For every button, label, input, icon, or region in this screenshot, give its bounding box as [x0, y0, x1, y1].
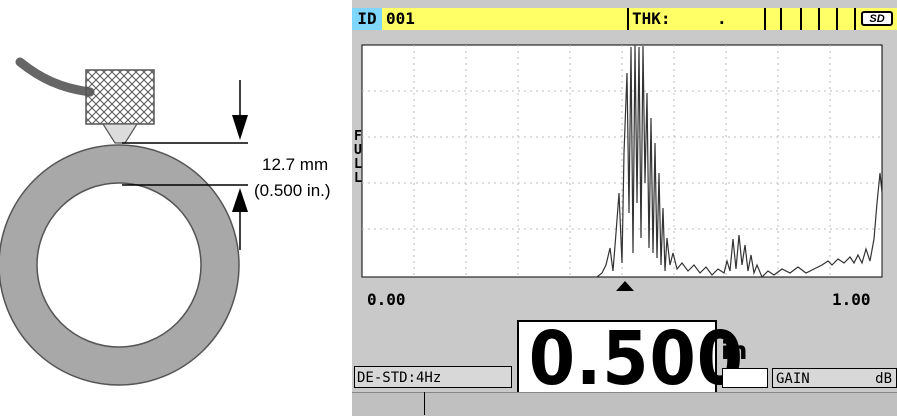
thk-value: .	[717, 9, 727, 28]
ring-transducer-illustration	[0, 57, 248, 386]
waveform-plot	[361, 44, 883, 279]
id-tag: ID	[352, 8, 382, 30]
transducer-mode: DE-STD:4Hz	[354, 366, 512, 388]
thickness-reading: 0.500	[517, 316, 743, 402]
unit-label: in	[721, 336, 748, 365]
transducer-body	[85, 69, 155, 125]
arrow-down-icon	[232, 115, 248, 140]
thickness-value: 0.500	[528, 316, 744, 402]
gain-label: GAIN	[776, 371, 810, 387]
arrow-up-icon	[232, 188, 248, 212]
thk-label: THK:	[632, 9, 671, 28]
measurement-diagram: 12.7 mm (0.500 in.)	[0, 0, 352, 415]
dimension-in-label: (0.500 in.)	[254, 181, 331, 200]
waveform-display	[352, 33, 897, 280]
full-scale-label: F U L L	[354, 129, 362, 186]
transducer-tip	[101, 123, 139, 144]
function-key-bar	[352, 392, 897, 416]
indicator-box	[722, 368, 768, 388]
gauge-screen: ID 001 THK: . SD F U L L	[352, 0, 897, 416]
grid	[362, 45, 882, 277]
function-key-divider	[424, 392, 425, 415]
sd-card-icon: SD	[861, 11, 893, 26]
gain-unit: dB	[875, 371, 892, 387]
triangle-up-icon	[616, 281, 634, 291]
dimension-mm-label: 12.7 mm	[262, 155, 329, 174]
gain-readout[interactable]: GAIN dB	[772, 368, 897, 388]
id-value[interactable]: 001	[386, 9, 415, 28]
status-bar: ID 001 THK: . SD	[352, 8, 897, 30]
ring-inner	[36, 182, 202, 348]
cable	[15, 57, 95, 97]
range-start-label: 0.00	[367, 290, 406, 309]
range-end-label: 1.00	[832, 290, 871, 309]
echo-waveform	[362, 44, 883, 279]
